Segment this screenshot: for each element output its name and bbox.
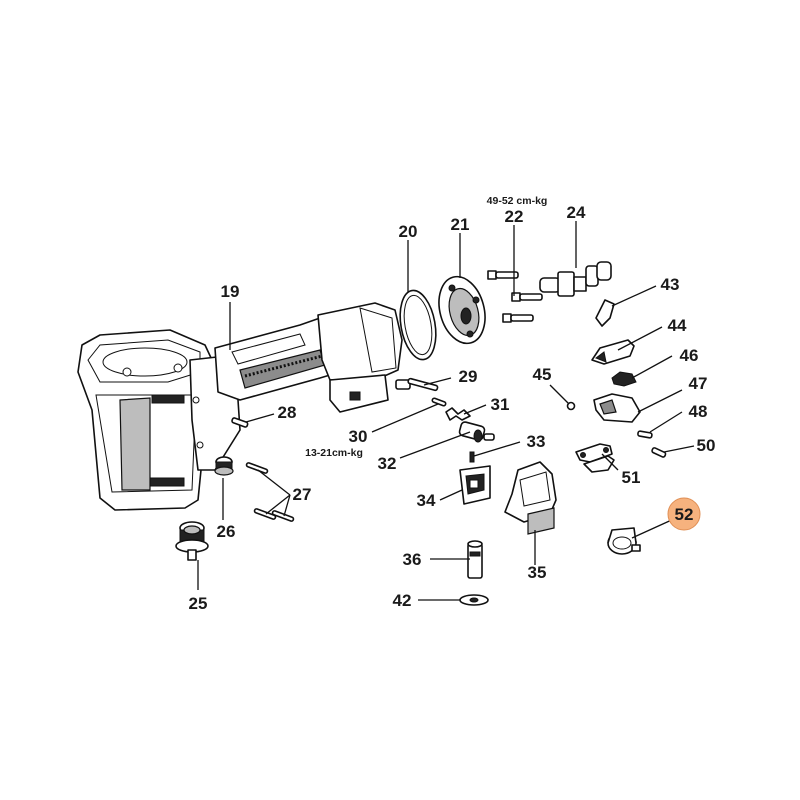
tool-housing-drawing (77, 302, 403, 511)
label-26: 26 (217, 522, 236, 541)
label-24: 24 (567, 203, 586, 222)
label-48: 48 (689, 402, 708, 421)
label-34: 34 (417, 491, 436, 510)
label-20: 20 (399, 222, 418, 241)
label-51: 51 (622, 468, 641, 487)
label-29: 29 (459, 367, 478, 386)
trigger-drawing (593, 393, 641, 423)
label-19: 19 (221, 282, 240, 301)
label-25: 25 (189, 594, 208, 613)
washer-drawing (459, 594, 489, 606)
valve-26-drawing (214, 456, 234, 476)
label-30: 30 (349, 427, 368, 446)
label-27: 27 (293, 485, 312, 504)
label-21: 21 (451, 215, 470, 234)
collar-drawing (607, 527, 641, 555)
bolts-drawing (487, 270, 543, 323)
bracket-35-drawing (504, 461, 557, 535)
pin-29-drawing (395, 377, 439, 392)
label-42: 42 (393, 591, 412, 610)
plunger-drawing (458, 421, 495, 443)
highlight-marker-52[interactable] (667, 497, 701, 531)
spring-31-drawing (445, 407, 471, 421)
block-34-drawing (459, 465, 491, 505)
label-31: 31 (491, 395, 510, 414)
air-fitting-drawing (539, 261, 612, 297)
label-22: 22 (505, 207, 524, 226)
lever-drawing (591, 339, 635, 365)
pin-50-drawing (651, 447, 667, 458)
pin-33-drawing (469, 451, 475, 463)
label-47: 47 (689, 374, 708, 393)
pin-30-drawing (431, 397, 447, 407)
cylinder-cap-drawing (438, 275, 486, 345)
label-35: 35 (528, 563, 547, 582)
clip-drawing (595, 299, 615, 327)
pin-48-drawing (637, 430, 653, 439)
label-52[interactable]: 52 (675, 505, 694, 524)
part-labels: 19 20 21 49-52 cm-kg 22 24 25 26 27 28 2… (189, 195, 716, 613)
label-36: 36 (403, 550, 422, 569)
label-28: 28 (278, 403, 297, 422)
torque-spec-22: 49-52 cm-kg (487, 195, 548, 207)
pin-28-drawing (231, 417, 249, 428)
screw-drawing (566, 401, 576, 411)
pins-27-drawing (245, 462, 295, 522)
label-44: 44 (668, 316, 687, 335)
torque-spec-30: 13-21cm-kg (305, 447, 363, 459)
link-drawing (575, 443, 615, 473)
spring-drawing (611, 371, 637, 387)
valve-25-drawing (175, 521, 209, 561)
gasket-drawing (399, 289, 437, 361)
label-45: 45 (533, 365, 552, 384)
label-46: 46 (680, 346, 699, 365)
label-33: 33 (527, 432, 546, 451)
label-50: 50 (697, 436, 716, 455)
leader-lines (197, 221, 695, 601)
label-43: 43 (661, 275, 680, 294)
sleeve-drawing (467, 540, 483, 579)
label-32: 32 (378, 454, 397, 473)
